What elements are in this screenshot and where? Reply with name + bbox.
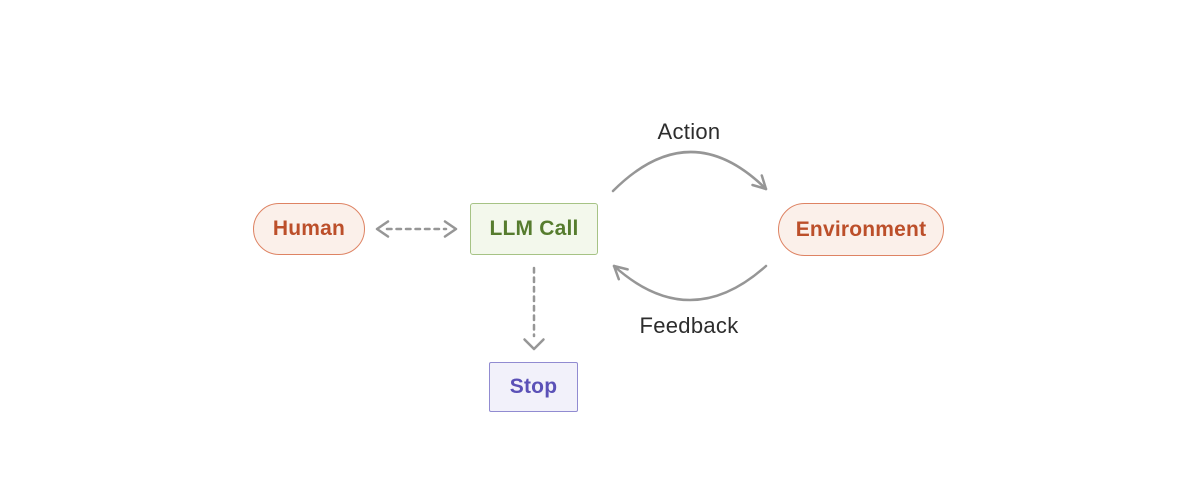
node-human: Human (253, 203, 365, 255)
arrowhead-right-icon (443, 220, 458, 238)
action-arrow (611, 150, 768, 193)
node-stop-label: Stop (509, 375, 558, 398)
llm-stop-dashed-arrow (523, 266, 545, 351)
feedback-arrow (612, 264, 768, 302)
arrowhead-feedback-icon (612, 264, 629, 281)
arrowhead-down-icon (523, 338, 545, 351)
node-human-label: Human (272, 217, 346, 240)
node-stop: Stop (489, 362, 578, 412)
feedback-edge-label: Feedback (639, 313, 739, 338)
node-environment-label: Environment (795, 217, 927, 241)
node-environment: Environment (778, 203, 944, 256)
arrowhead-action-icon (751, 174, 768, 191)
human-llm-dashed-double-arrow (375, 220, 458, 238)
node-llm-call-label: LLM Call (489, 217, 579, 240)
action-edge-label: Action (657, 119, 721, 144)
arrowhead-left-icon (375, 220, 390, 238)
node-llm-call: LLM Call (470, 203, 598, 255)
